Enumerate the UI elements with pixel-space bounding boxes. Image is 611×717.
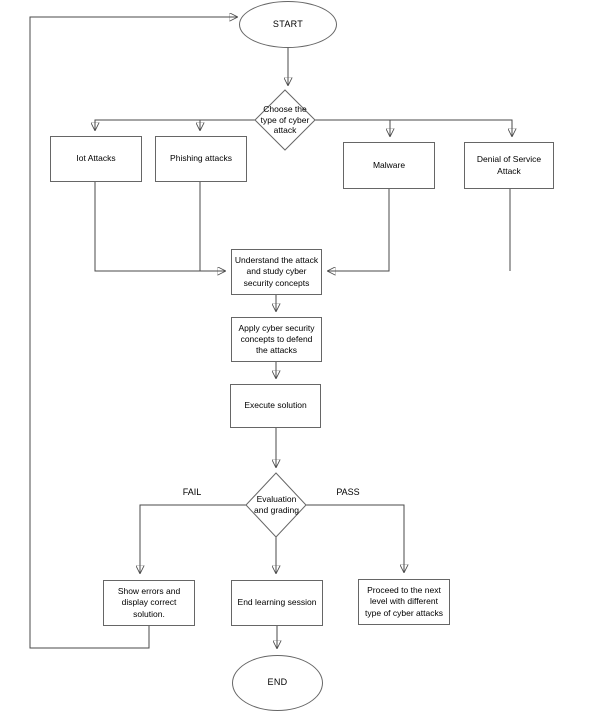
proceed-next-level-node: Proceed to the next level with different… [358,579,450,625]
edge-fail-to-showerrors [140,504,246,573]
pass-branch-label: PASS [336,487,360,497]
understand-attack-node: Understand the attack and study cyber se… [231,249,322,295]
evaluation-diamond [245,472,307,538]
edge-showerrors-to-start [29,17,237,649]
end-node: END [232,655,323,711]
evaluation-label: Evaluation and grading [254,494,299,515]
phishing-attacks-node: Phishing attacks [155,136,247,182]
start-node: START [239,1,337,48]
malware-node: Malware [343,142,435,189]
iot-attacks-node: Iot Attacks [50,136,142,182]
fail-branch-label: FAIL [182,487,202,497]
choose-attack-label: Choose the type of cyber attack [260,104,310,136]
choose-attack-diamond [254,89,316,151]
apply-concepts-node: Apply cyber security concepts to defend … [231,317,322,362]
end-learning-session-node: End learning session [231,580,323,626]
show-errors-node: Show errors and display correct solution… [103,580,195,626]
edge-iot-to-understand [94,182,225,271]
edge-malware-to-understand [328,189,390,271]
execute-solution-node: Execute solution [230,384,321,428]
denial-of-service-node: Denial of Service Attack [464,142,554,189]
edge-choose-to-dos [315,119,512,136]
edge-choose-to-iot [95,119,255,130]
edge-pass-to-proceed [306,504,404,572]
